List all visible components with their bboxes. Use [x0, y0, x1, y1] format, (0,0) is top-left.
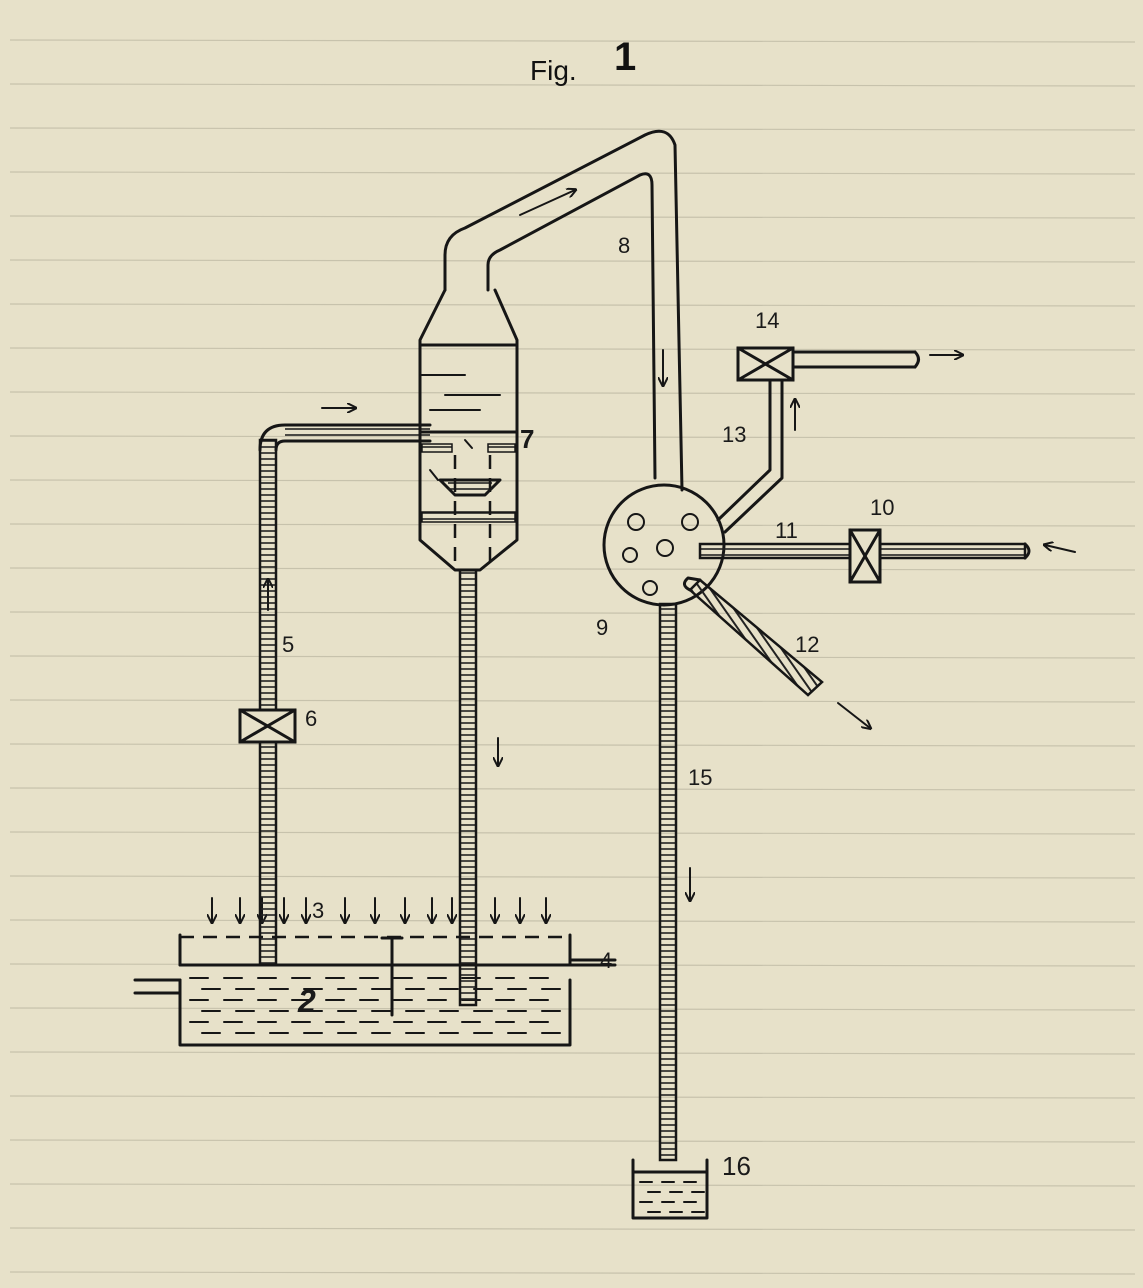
background-line: [9, 479, 1136, 483]
label-8: 8: [618, 233, 630, 258]
pipe-11: [698, 544, 1076, 560]
background-line: [9, 391, 1136, 395]
label-15: 15: [688, 765, 712, 790]
pipe-13: [716, 378, 795, 534]
background-line: [9, 215, 1136, 219]
background-line: [9, 567, 1136, 571]
background-line: [9, 303, 1136, 307]
figure-title-text: Fig.: [530, 55, 577, 86]
background-line: [9, 83, 1136, 87]
background-line: [9, 1095, 1136, 1099]
background-line: [9, 655, 1136, 659]
background-line: [9, 1183, 1136, 1187]
tank-2: [133, 933, 617, 1047]
valve-14: [736, 346, 962, 382]
label-16: 16: [722, 1151, 751, 1181]
background-line: [9, 743, 1136, 747]
tower-7: [418, 288, 519, 572]
background-line: [9, 1227, 1136, 1231]
background-line: [9, 1271, 1136, 1275]
pipe-8: [443, 129, 684, 492]
label-2: 2: [297, 983, 316, 1019]
valve-6: [238, 708, 297, 744]
background-line: [9, 259, 1136, 263]
background-line: [9, 523, 1136, 527]
receiver-16: [631, 1158, 709, 1220]
background-line: [9, 127, 1136, 131]
background-line: [9, 611, 1136, 615]
label-6: 6: [305, 706, 317, 731]
background-line: [9, 1051, 1136, 1055]
background-line: [9, 347, 1136, 351]
label-10: 10: [870, 495, 894, 520]
label-11: 11: [775, 518, 798, 543]
pipe-15: [658, 602, 690, 1162]
pipe-5: [258, 408, 432, 967]
background-print-lines: [9, 39, 1136, 1275]
label-4: 4: [600, 948, 612, 973]
background-line: [9, 1007, 1136, 1011]
pipe-12: [683, 576, 870, 728]
figure-title: Fig. 1: [530, 35, 636, 86]
label-7: 7: [520, 424, 534, 454]
label-12: 12: [795, 632, 819, 657]
label-14: 14: [755, 308, 779, 333]
background-line: [9, 1139, 1136, 1143]
background-line: [9, 787, 1136, 791]
background-line: [9, 919, 1136, 923]
label-5: 5: [282, 632, 294, 657]
background-line: [9, 39, 1136, 43]
figure-number: 1: [614, 35, 636, 79]
background-line: [9, 831, 1136, 835]
component-labels: 2 3 4 5 6 7 8 9 10 11 12 13 14 15 16: [282, 233, 894, 1181]
label-9: 9: [596, 615, 608, 640]
tower-return-pipe: [458, 568, 498, 1007]
valve-10: [848, 528, 882, 584]
label-13: 13: [722, 422, 746, 447]
background-line: [9, 699, 1136, 703]
background-line: [9, 435, 1136, 439]
background-line: [9, 875, 1136, 879]
label-3: 3: [312, 898, 324, 923]
